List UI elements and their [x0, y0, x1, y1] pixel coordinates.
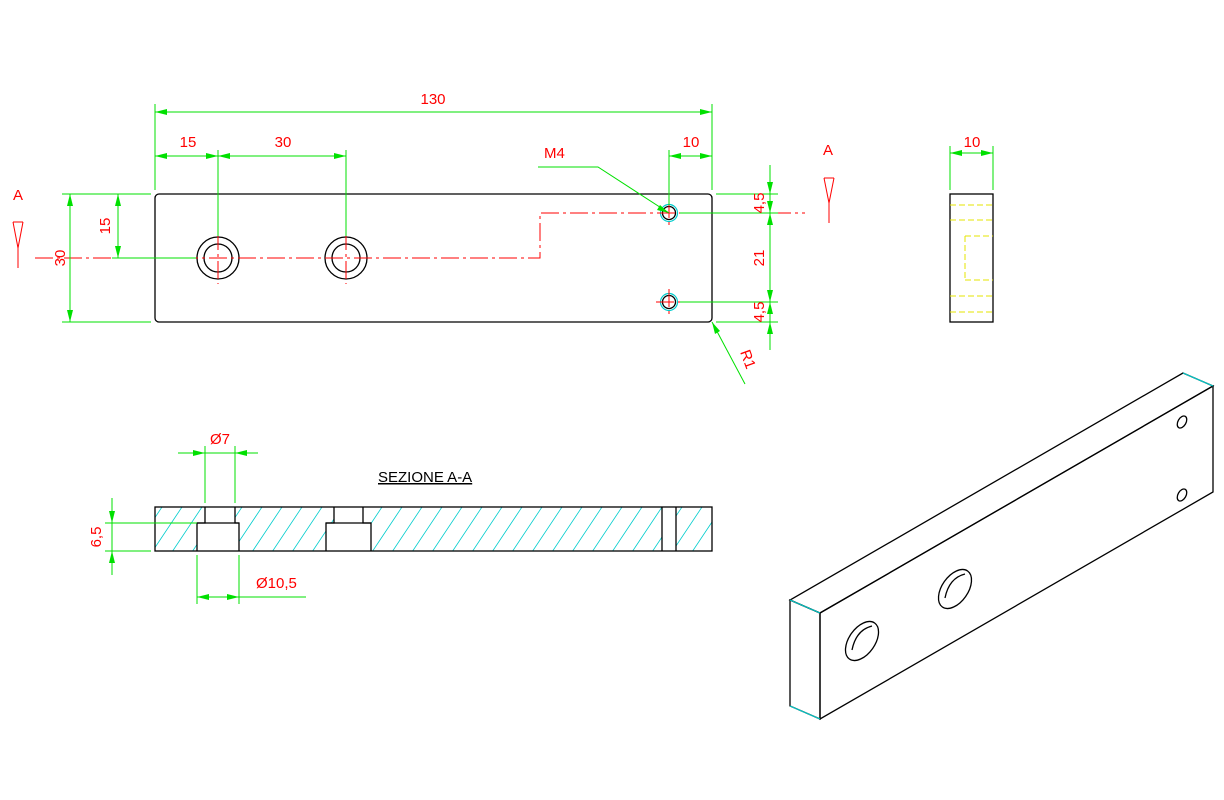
radius-callout: R1: [711, 321, 759, 385]
dim-text-6-5: 6,5: [88, 527, 105, 548]
section-view: SEZIONE A-A Ø7 Ø10,5 6,5: [88, 431, 713, 604]
iso-counterbore-hole-2: [937, 568, 973, 610]
iso-front-face: [819, 384, 1214, 721]
side-view-outline: [949, 193, 994, 323]
dimension-thread-positions: 4,5 21 4,5: [680, 165, 778, 350]
dimension-hole-height: 15: [97, 194, 196, 259]
iso-threaded-hole-top: [1176, 415, 1188, 429]
iso-counterbore-hole-1: [844, 620, 880, 662]
dimension-side-thickness: 10: [949, 134, 994, 190]
iso-threaded-hole-bottom: [1176, 488, 1188, 502]
dimension-counterbore-diameter: Ø10,5: [196, 555, 306, 604]
dim-text-30-vertical: 30: [52, 250, 69, 267]
radius-label: R1: [736, 348, 759, 372]
dim-text-21: 21: [751, 250, 768, 267]
dimension-hole-offset: 15: [155, 134, 219, 236]
front-view: A A 130 15: [12, 91, 835, 385]
section-cut-marker-right: A: [823, 142, 835, 223]
dimension-hole-spacing: 30: [218, 134, 347, 236]
section-hatching: [155, 507, 712, 551]
section-cut-marker-left: A: [12, 187, 24, 268]
dim-text-30-horizontal: 30: [275, 134, 292, 151]
isometric-view: [788, 372, 1215, 721]
dim-text-diameter-7: Ø7: [210, 431, 230, 448]
dim-text-130: 130: [420, 91, 445, 108]
dimension-section-thickness: 6,5: [88, 498, 197, 575]
thread-callout: M4: [538, 145, 670, 214]
dimension-edge-offset: 10: [668, 134, 712, 205]
dim-text-diameter-10-5: Ø10,5: [256, 575, 297, 592]
dim-text-10-horizontal: 10: [683, 134, 700, 151]
dim-text-15-vertical: 15: [97, 218, 114, 235]
section-label-left: A: [13, 187, 23, 204]
side-view-hidden-lines: [950, 204, 993, 313]
side-view: 10: [949, 134, 994, 323]
dim-text-4-5-top: 4,5: [751, 193, 768, 214]
iso-top-face: [788, 372, 1215, 614]
section-label-right: A: [823, 142, 833, 159]
dim-text-10-side: 10: [964, 134, 981, 151]
dimension-through-diameter: Ø7: [178, 431, 258, 503]
thread-label: M4: [544, 145, 565, 162]
dim-text-4-5-bottom: 4,5: [751, 302, 768, 323]
dimension-height: 30: [52, 193, 151, 323]
iso-end-face: [789, 599, 821, 720]
dim-text-15-horizontal: 15: [180, 134, 197, 151]
dimension-overall-length: 130: [154, 91, 713, 190]
section-title: SEZIONE A-A: [378, 469, 472, 486]
section-outline: [154, 506, 713, 552]
